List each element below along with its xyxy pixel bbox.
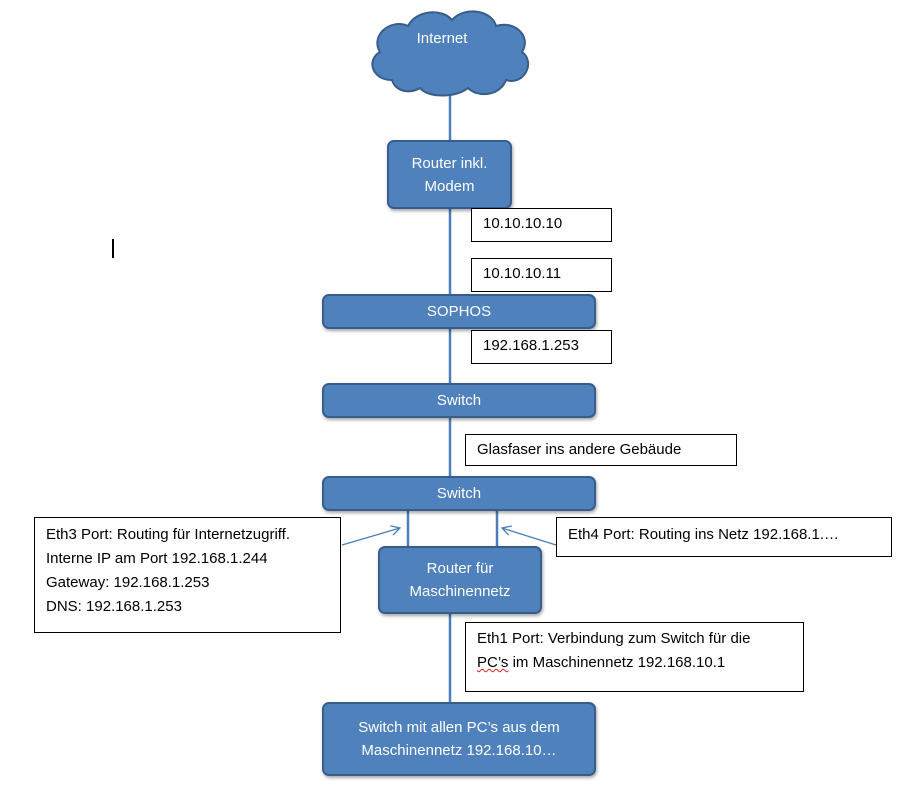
switch-node-2: Switch bbox=[322, 476, 596, 511]
router-maschinennetz-label: Router für Maschinennetz bbox=[409, 560, 511, 600]
arrow-eth3 bbox=[341, 528, 400, 546]
eth3-label: Eth3 Port: Routing für Internetzugriff. … bbox=[34, 517, 341, 633]
internet-cloud-shape bbox=[371, 10, 529, 97]
eth1-label: Eth1 Port: Verbindung zum Switch für die… bbox=[465, 622, 804, 692]
ip-router-label: 10.10.10.10 bbox=[471, 208, 612, 242]
router-maschinennetz-node: Router für Maschinennetz bbox=[378, 546, 542, 614]
arrow-eth4 bbox=[502, 528, 557, 546]
glasfaser-label: Glasfaser ins andere Gebäude bbox=[465, 434, 737, 466]
sophos-label: SOPHOS bbox=[426, 303, 492, 320]
sophos-node: SOPHOS bbox=[322, 294, 596, 329]
eth4-label: Eth4 Port: Routing ins Netz 192.168.1.… bbox=[556, 517, 892, 557]
eth3-line-4: DNS: 192.168.1.253 bbox=[46, 598, 182, 615]
switch-pcs-node: Switch mit allen PC’s aus dem Maschinenn… bbox=[322, 702, 596, 776]
eth3-line-3: Gateway: 192.168.1.253 bbox=[46, 574, 210, 591]
eth1-pcs-word: PC’s bbox=[477, 654, 509, 671]
ip-sophos-lan-label: 192.168.1.253 bbox=[471, 330, 612, 364]
text-cursor bbox=[112, 239, 114, 258]
eth3-line-2: Interne IP am Port 192.168.1.244 bbox=[46, 550, 268, 567]
switch-label-1: Switch bbox=[436, 392, 482, 409]
router-modem-label: Router inkl. Modem bbox=[411, 154, 488, 195]
switch-label-2: Switch bbox=[436, 485, 482, 502]
internet-label: Internet bbox=[416, 30, 468, 47]
eth1-line-1: Eth1 Port: Verbindung zum Switch für die bbox=[477, 630, 751, 647]
eth1-line-2: PC’s im Maschinennetz 192.168.10.1 bbox=[477, 651, 792, 675]
switch-pcs-label: Switch mit allen PC’s aus dem Maschinenn… bbox=[358, 719, 560, 759]
eth1-line-2-rest: im Maschinennetz 192.168.10.1 bbox=[508, 654, 726, 671]
switch-node-1: Switch bbox=[322, 383, 596, 418]
router-modem-node: Router inkl. Modem bbox=[387, 140, 512, 209]
ip-sophos-wan-label: 10.10.10.11 bbox=[471, 258, 612, 292]
eth3-line-1: Eth3 Port: Routing für Internetzugriff. bbox=[46, 526, 291, 543]
